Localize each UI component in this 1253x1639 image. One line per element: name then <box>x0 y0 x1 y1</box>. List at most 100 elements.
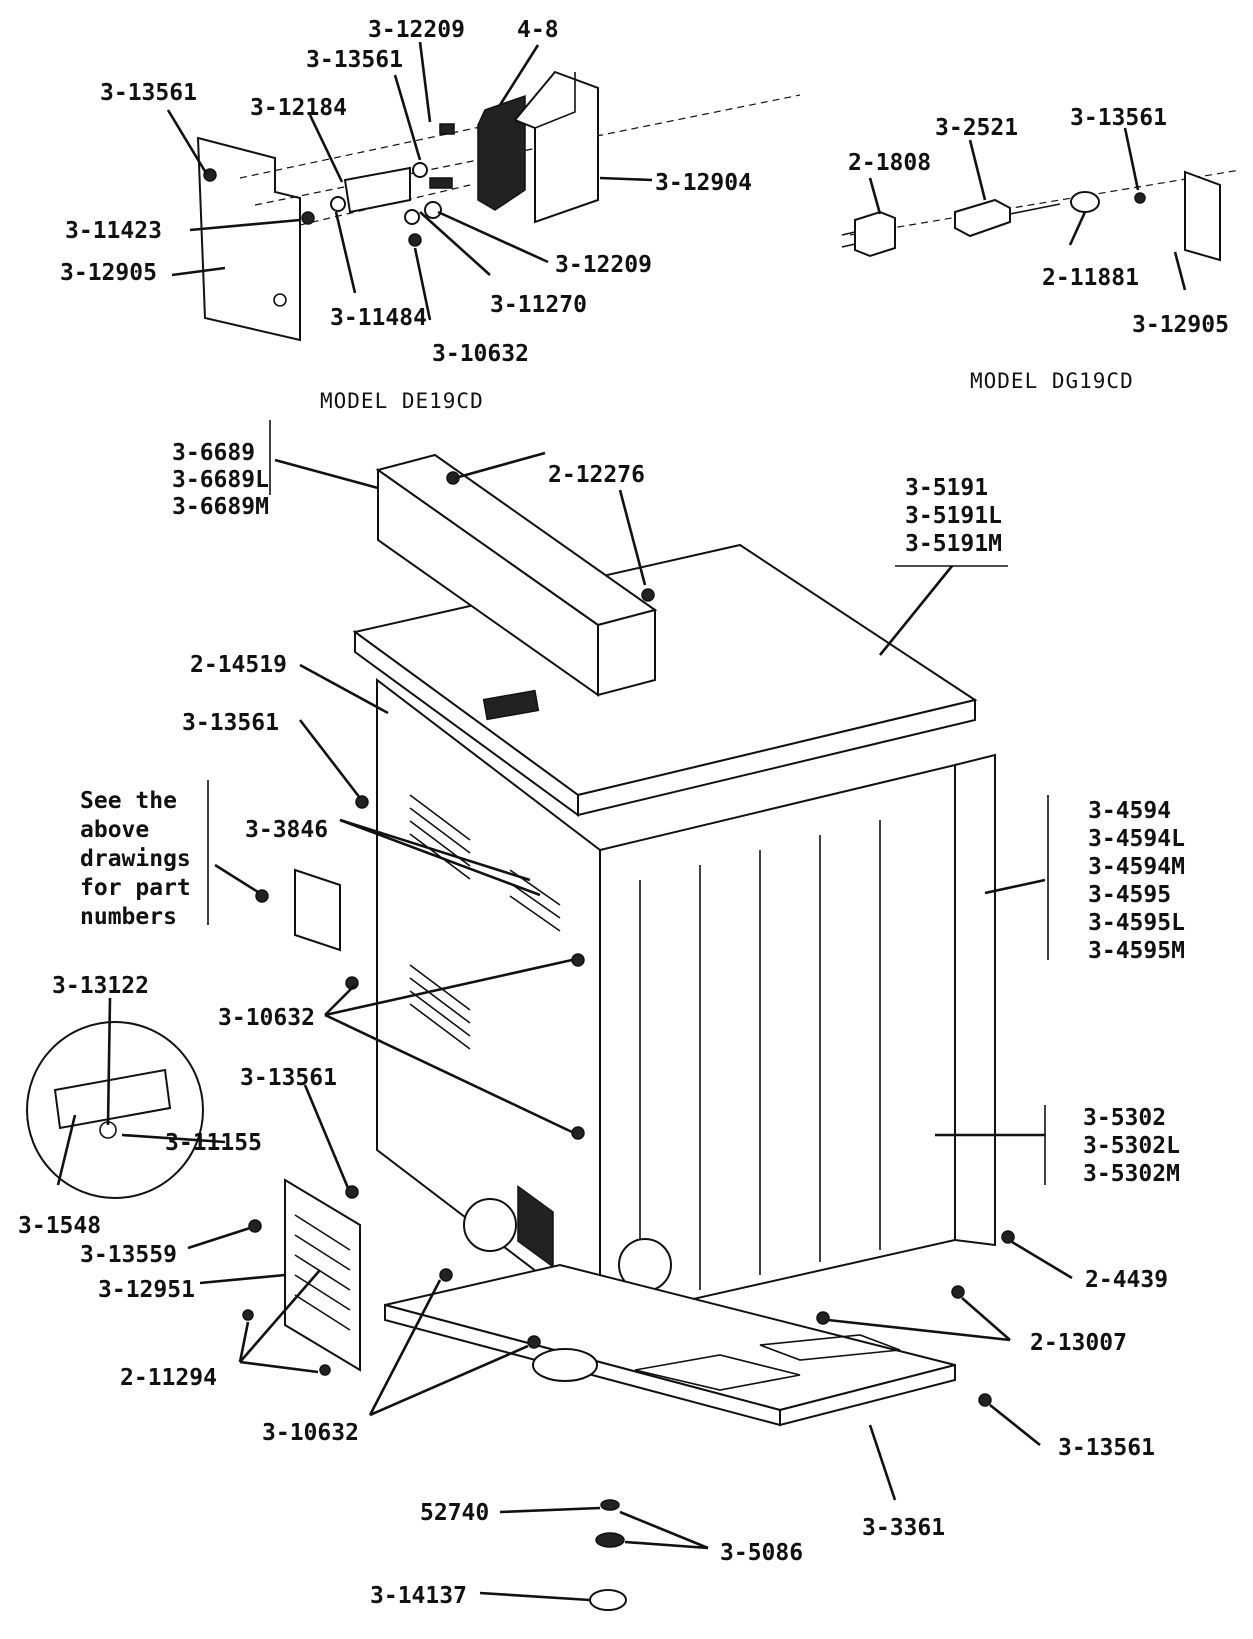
nut-3-12209-mid-icon <box>404 209 420 225</box>
label-3-2521: 3-2521 <box>935 115 1018 141</box>
cord-axis-line <box>849 169 1241 236</box>
vent-cover-3-12951 <box>284 1178 361 1372</box>
cord-3-2521 <box>954 198 1011 238</box>
label-3-6689L: 3-6689L <box>172 467 269 493</box>
label-3-4595L: 3-4595L <box>1088 910 1185 936</box>
label-3-13561: 3-13561 <box>240 1065 337 1091</box>
screw-icon <box>429 177 453 189</box>
label-3-11155: 3-11155 <box>165 1130 262 1156</box>
screw-3-10632-icon <box>439 1268 453 1282</box>
part-labels: 3-12209 4-8 3-13561 3-13561 3-12184 3-12… <box>18 17 1229 1609</box>
label-3-10632: 3-10632 <box>432 341 529 367</box>
leader-lines <box>56 41 1187 1602</box>
label-3-12905: 3-12905 <box>1132 312 1229 338</box>
terminal-cover-3-12904 <box>513 70 599 224</box>
screw-2-13007-icon <box>951 1285 965 1299</box>
label-3-13561: 3-13561 <box>1070 105 1167 131</box>
label-3-13561: 3-13561 <box>182 710 279 736</box>
label-3-12209: 3-12209 <box>555 252 652 278</box>
label-3-10632: 3-10632 <box>262 1420 359 1446</box>
label-2-11881: 2-11881 <box>1042 265 1139 291</box>
screw-2-13007-icon <box>816 1311 830 1325</box>
foot-cup-3-14137 <box>589 1589 627 1611</box>
bracket-3-12184 <box>343 166 411 214</box>
label-3-3361: 3-3361 <box>862 1515 945 1541</box>
label-3-4594: 3-4594 <box>1088 798 1171 824</box>
label-3-13561: 3-13561 <box>306 47 403 73</box>
label-3-6689: 3-6689 <box>172 440 255 466</box>
access-plate-left <box>196 136 301 342</box>
vent-grille <box>517 1185 554 1269</box>
rear-vents <box>409 794 561 1050</box>
exhaust-hole <box>463 1198 517 1252</box>
access-plate-right <box>1184 170 1221 262</box>
label-3-10632: 3-10632 <box>218 1005 315 1031</box>
base-hole <box>532 1348 598 1382</box>
cover-fold <box>534 72 576 129</box>
screw-3-13561-icon <box>978 1393 992 1407</box>
screw-3-10632-icon <box>527 1335 541 1349</box>
terminal-block-4-8 <box>477 94 526 211</box>
note-line-4: for part <box>80 875 191 901</box>
label-3-11484: 3-11484 <box>330 305 427 331</box>
nut-icon <box>412 162 428 178</box>
leveling-leg-3-5086 <box>595 1532 625 1548</box>
screw-2-11294-icon <box>319 1364 331 1376</box>
label-3-13122: 3-13122 <box>52 973 149 999</box>
plug-prongs <box>841 231 856 248</box>
label-3-12184: 3-12184 <box>250 95 347 121</box>
plate-hole <box>273 293 287 307</box>
washer-3-11484-icon <box>330 196 346 212</box>
dryer-cabinet <box>26 453 1015 1611</box>
model-dg19cd-title: MODEL DG19CD <box>970 369 1134 393</box>
label-3-13561: 3-13561 <box>100 80 197 106</box>
label-3-4594M: 3-4594M <box>1088 854 1185 880</box>
base-recesses <box>634 1334 901 1391</box>
dg19cd-assembly <box>841 169 1241 262</box>
label-52740: 52740 <box>420 1500 489 1526</box>
screw-3-10632-icon <box>408 233 422 247</box>
screw-3-13561-icon <box>345 1185 359 1199</box>
label-3-4594L: 3-4594L <box>1088 826 1185 852</box>
base-side-edge <box>779 1363 956 1427</box>
screw-3-13561-icon <box>355 795 369 809</box>
screw-3-11423-icon <box>301 211 315 225</box>
screw-3-13559-icon <box>248 1219 262 1233</box>
cover-louvers <box>294 1214 351 1331</box>
screw-3-13561-icon <box>1134 192 1146 204</box>
front-panel-3-4594 <box>954 753 996 1247</box>
label-3-5191: 3-5191 <box>905 475 988 501</box>
label-2-11294: 2-11294 <box>120 1365 217 1391</box>
label-3-4595M: 3-4595M <box>1088 938 1185 964</box>
label-3-5302M: 3-5302M <box>1083 1161 1180 1187</box>
label-3-12904: 3-12904 <box>655 170 752 196</box>
side-panel-ribs <box>639 820 881 1300</box>
screw-2-4439-icon <box>1001 1230 1015 1244</box>
label-3-3846: 3-3846 <box>245 817 328 843</box>
label-3-13559: 3-13559 <box>80 1242 177 1268</box>
inset-clamp-3-1548 <box>53 1068 172 1130</box>
label-4-8: 4-8 <box>517 17 559 43</box>
label-3-5302L: 3-5302L <box>1083 1133 1180 1159</box>
strain-relief-2-11881 <box>1070 191 1100 213</box>
plate-3-3846 <box>294 868 341 952</box>
screw-icon <box>255 889 269 903</box>
label-3-1548: 3-1548 <box>18 1213 101 1239</box>
top-side-edge <box>577 698 976 817</box>
rating-label <box>482 689 540 721</box>
screw-3-13561-icon <box>203 168 217 182</box>
console-end <box>597 608 656 697</box>
note-line-2: above <box>80 817 149 843</box>
screw-2-12276-icon <box>641 588 655 602</box>
label-3-5191M: 3-5191M <box>905 531 1002 557</box>
label-3-11270: 3-11270 <box>490 292 587 318</box>
label-2-4439: 2-4439 <box>1085 1267 1168 1293</box>
label-3-4595: 3-4595 <box>1088 882 1171 908</box>
label-3-13561: 3-13561 <box>1058 1435 1155 1461</box>
screw-3-10632-icon <box>571 1126 585 1140</box>
cord-wire <box>1009 203 1061 215</box>
label-3-5302: 3-5302 <box>1083 1105 1166 1131</box>
side-panel-3-5302 <box>599 763 956 1322</box>
